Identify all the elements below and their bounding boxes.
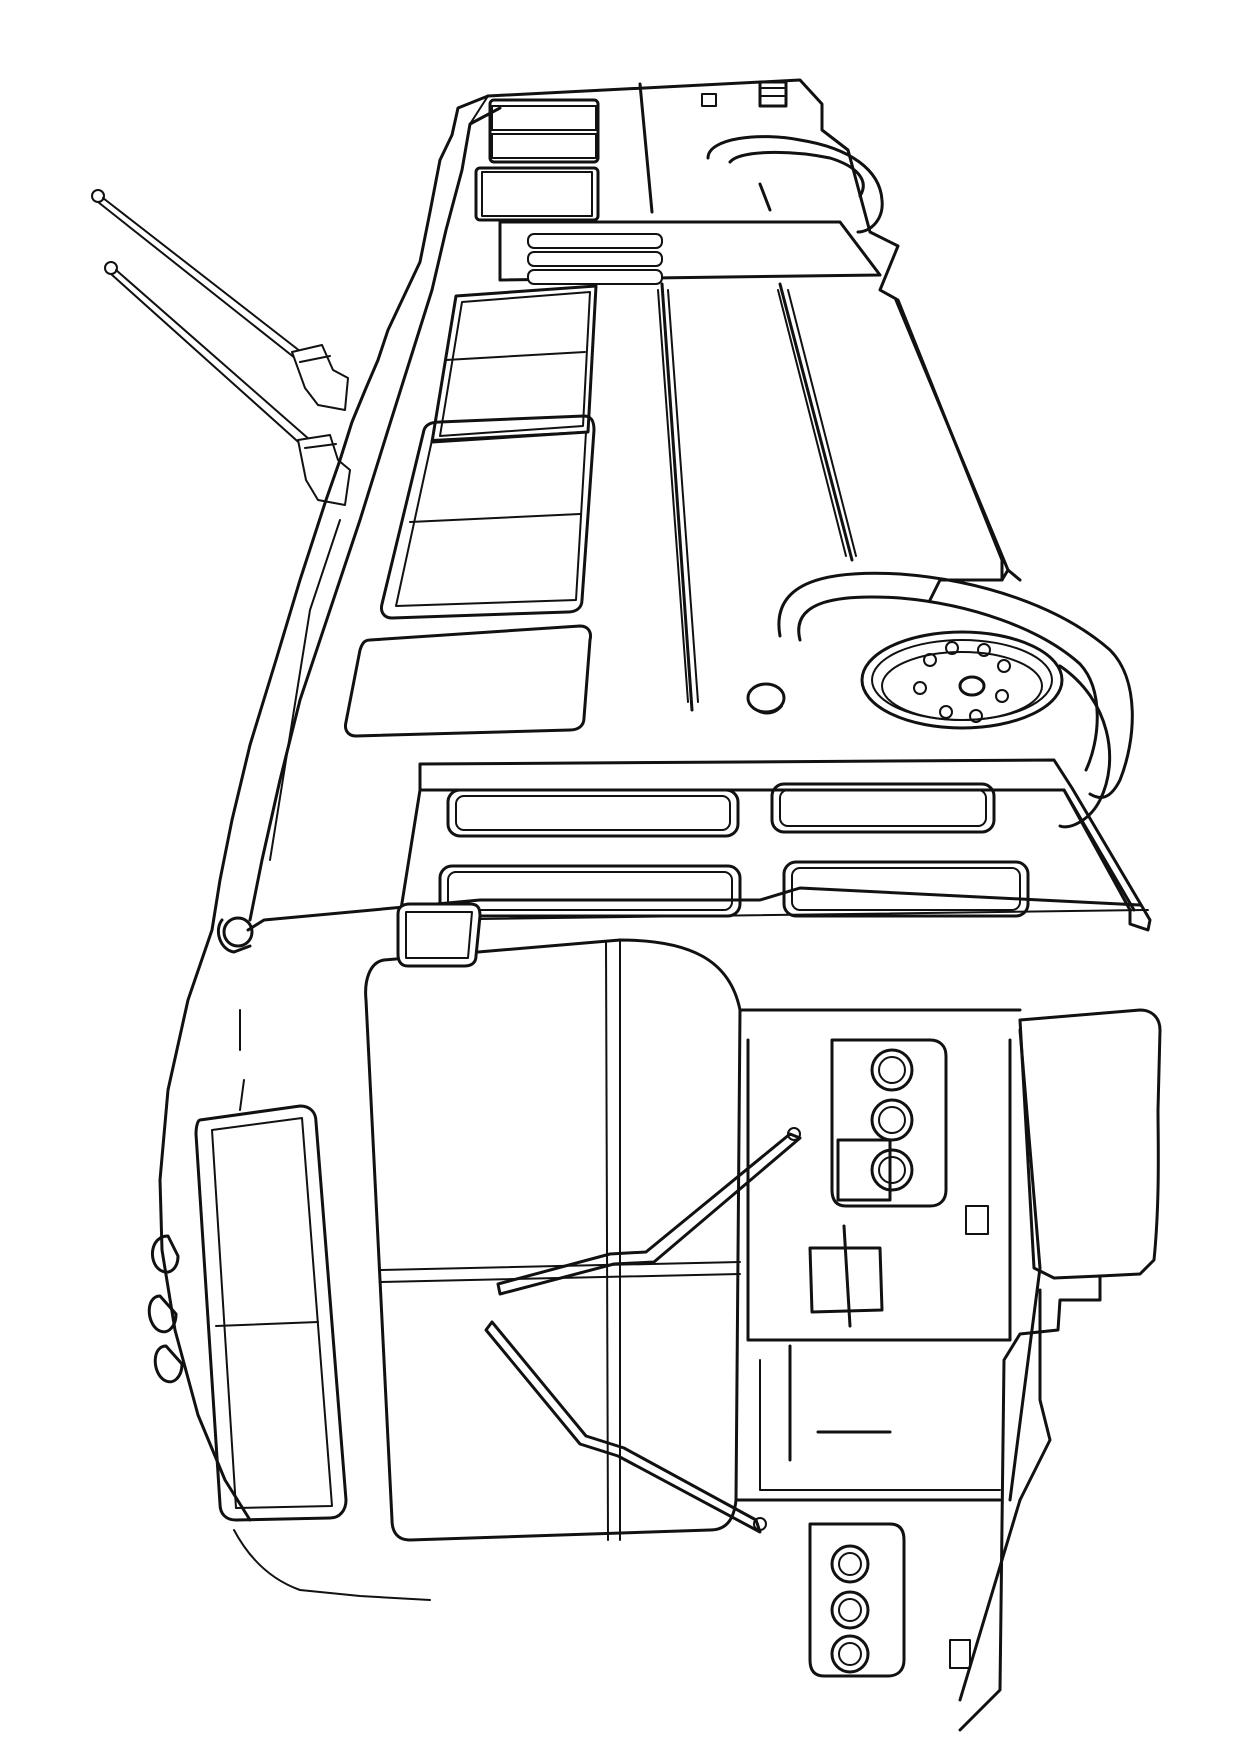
front-wheel: [777, 571, 1134, 829]
side-stripes: [269, 289, 857, 861]
cab-side: [147, 916, 431, 1601]
rear-section: [474, 80, 884, 285]
front-door: [396, 758, 1152, 932]
side-windows: [344, 284, 598, 738]
windshield: [364, 902, 802, 1542]
trolley-poles: [91, 189, 351, 506]
bus-body: [158, 78, 1142, 1522]
front-bumper: [958, 1008, 1162, 1732]
front-fascia: [734, 1008, 1022, 1678]
side-skirt: [746, 298, 1022, 715]
